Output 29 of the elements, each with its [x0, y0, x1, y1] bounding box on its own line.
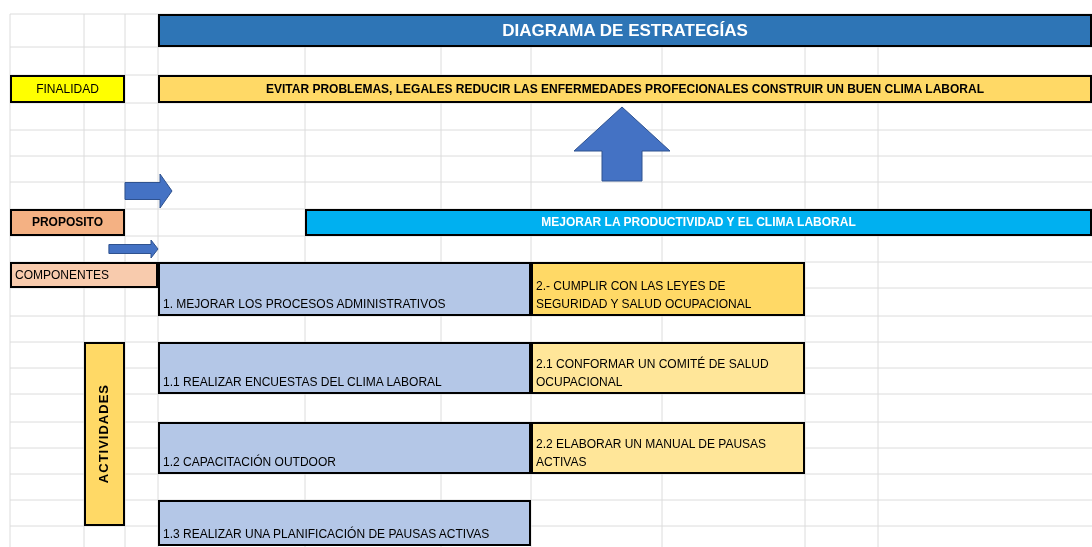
- box-text: COMPONENTES: [15, 266, 109, 284]
- box-text: 2.2 ELABORAR UN MANUAL DE PAUSAS ACTIVAS: [536, 435, 768, 472]
- text-box: [10, 262, 158, 288]
- box-text: 2.- CUMPLIR CON LAS LEYES DE SEGURIDAD Y SALUD OCUPACIONAL: [536, 277, 753, 314]
- title-banner: DIAGRAMA DE ESTRATEGÍAS: [158, 14, 1092, 47]
- box-text: MEJORAR LA PRODUCTIVIDAD Y EL CLIMA LABORAL: [541, 214, 856, 232]
- text-box: [158, 342, 531, 394]
- box-text: PROPOSITO: [31, 214, 104, 232]
- text-box: [158, 75, 1092, 103]
- box-text: 1. MEJORAR LOS PROCESOS ADMINISTRATIVOS: [163, 296, 446, 314]
- box-text: ACTIVIDADES: [95, 384, 113, 484]
- label-box: [84, 342, 125, 526]
- box-text: 1.2 CAPACITACIÓN OUTDOOR: [163, 453, 336, 472]
- text-box: [305, 209, 1092, 236]
- text-box: [158, 500, 531, 546]
- text-box: [10, 209, 125, 236]
- box-text: 2.1 CONFORMAR UN COMITÉ DE SALUD OCUPACIONAL: [536, 355, 770, 392]
- text-box: [158, 422, 531, 474]
- block-arrow: [108, 239, 159, 259]
- block-arrow: [573, 106, 671, 182]
- box-text: FINALIDAD: [36, 80, 99, 98]
- box-text: 1.1 REALIZAR ENCUESTAS DEL CLIMA LABORAL: [163, 374, 442, 392]
- box-text: EVITAR PROBLEMAS, LEGALES REDUCIR LAS ENFERMEDADES PROFECIONALES CONSTRUIR UN BUEN CLIMA LABORAL: [266, 80, 984, 98]
- box-text: 1.3 REALIZAR UNA PLANIFICACIÓN DE PAUSAS ACTIVAS: [163, 525, 490, 544]
- text-box: [531, 342, 805, 394]
- text-box: [10, 75, 125, 103]
- text-box: [158, 262, 531, 316]
- text-box: [531, 262, 805, 316]
- text-box: [531, 422, 805, 474]
